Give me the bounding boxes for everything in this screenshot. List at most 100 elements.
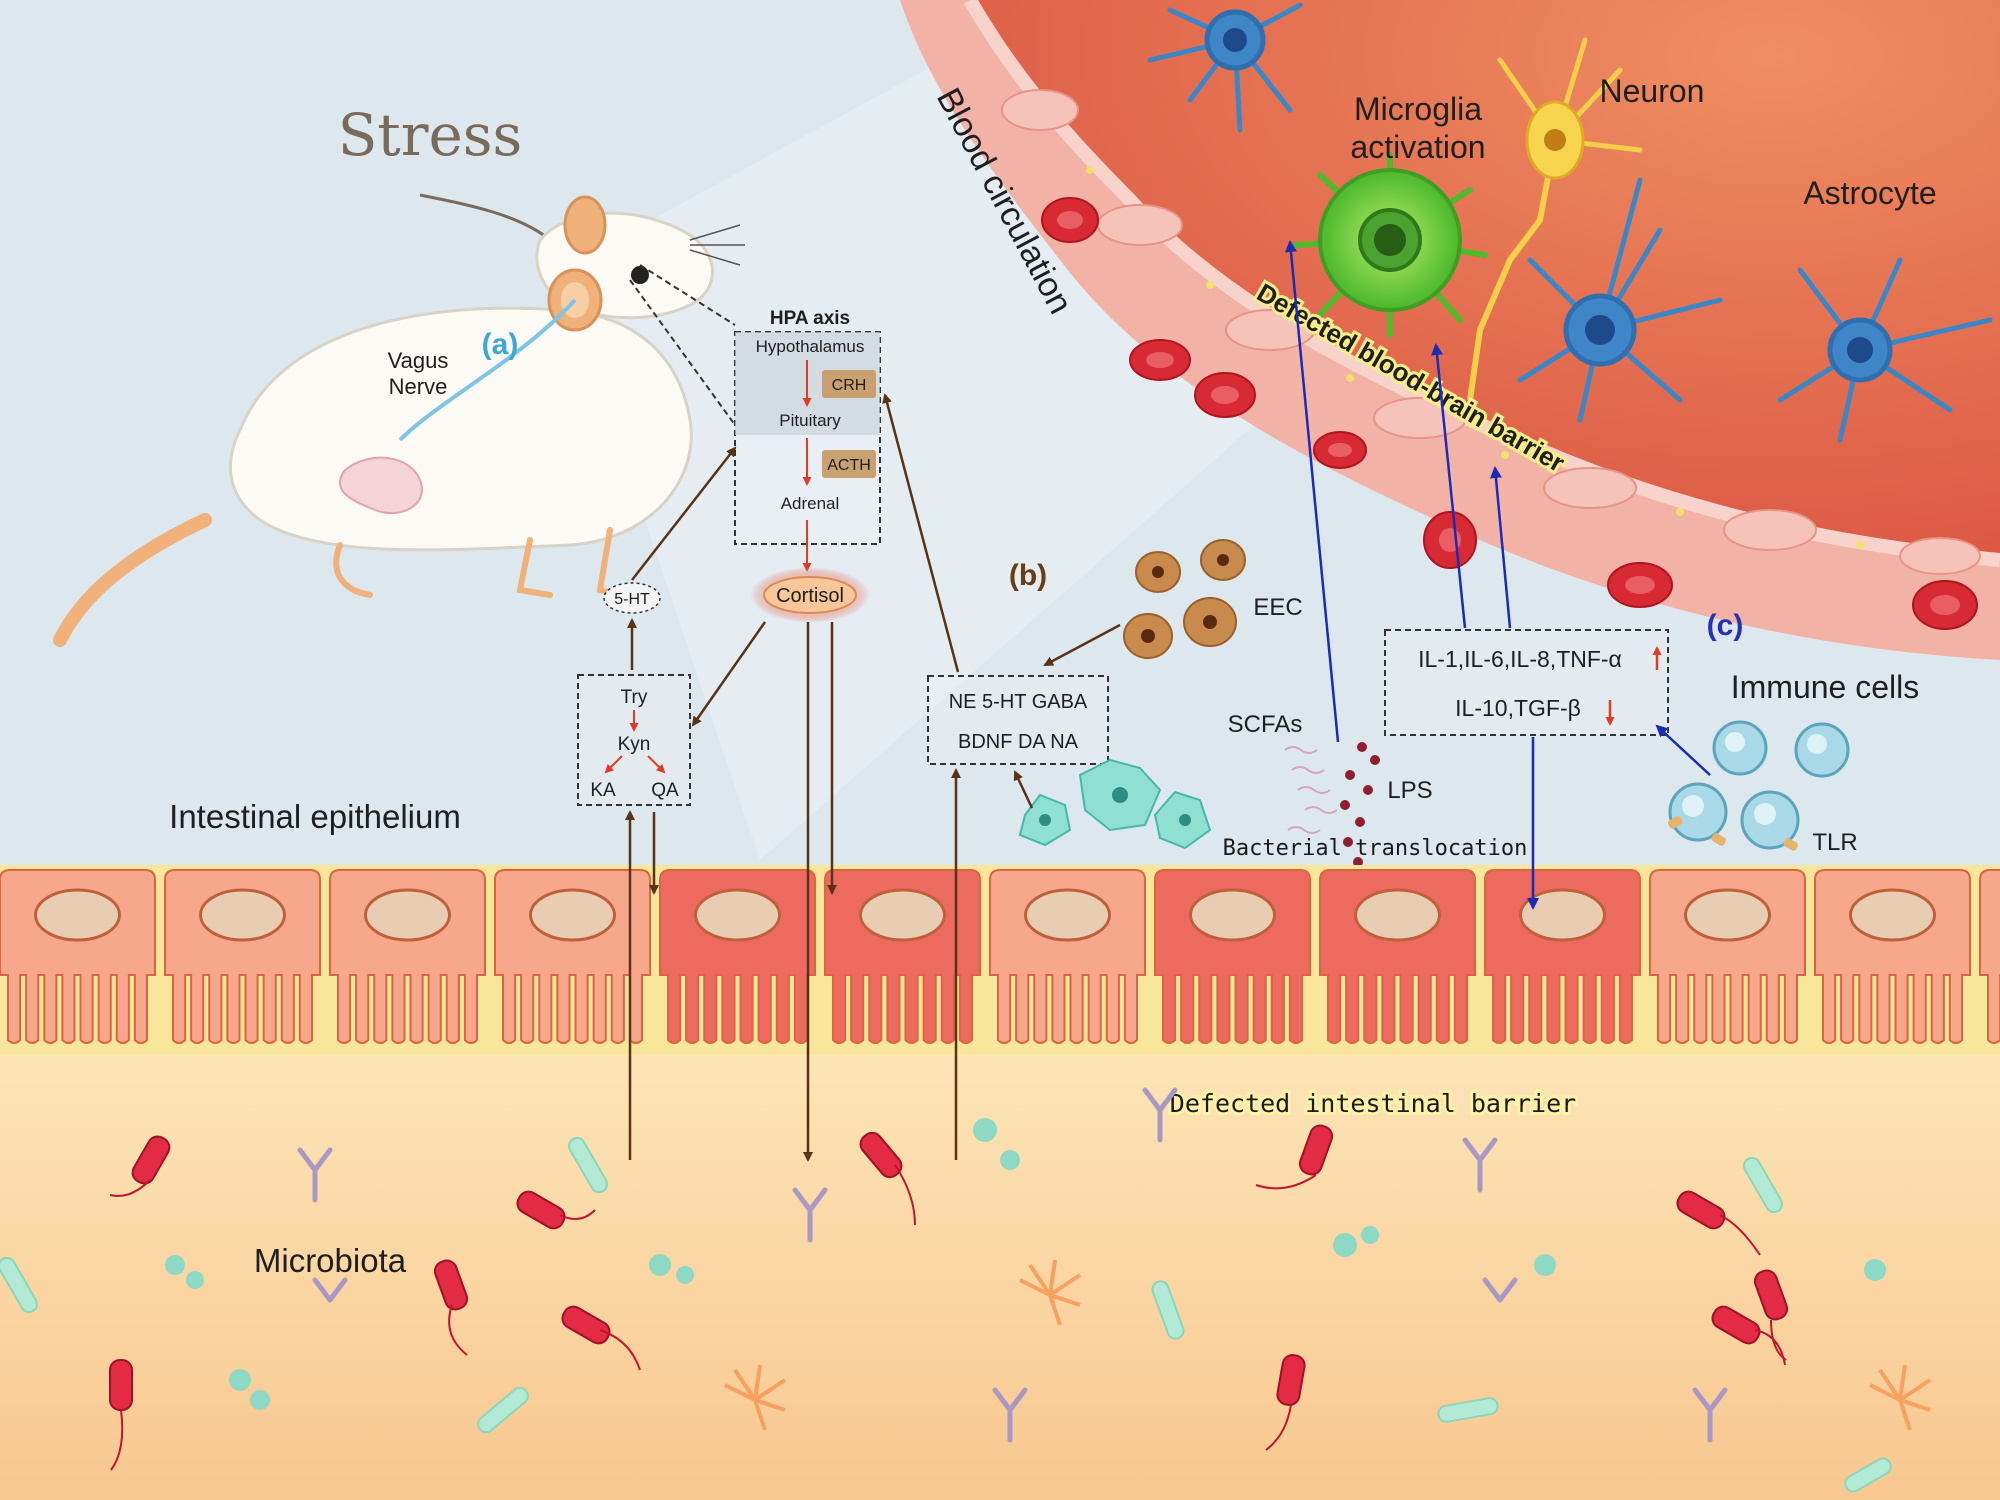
cell-nucleus (199, 888, 286, 942)
epithelial-cell (989, 869, 1146, 1044)
defected-intestinal-barrier-label: Defected intestinal barrier (1170, 1089, 1576, 1118)
epithelial-cell (329, 869, 486, 1044)
cell-nucleus (34, 888, 121, 942)
fungi (724, 1259, 1932, 1431)
hpa-title: HPA axis (770, 308, 850, 329)
five-ht-badge (603, 582, 661, 614)
epithelial-cell (0, 869, 156, 1044)
intestinal-lumen (0, 1030, 2000, 1500)
astrocyte-right (1777, 257, 1993, 443)
neuron-cell (1467, 37, 1643, 401)
zoom-line-top (639, 264, 736, 326)
pituitary-label: Pituitary (779, 411, 841, 430)
cortisol-label: Cortisol (776, 585, 844, 607)
cell-nucleus (1684, 888, 1771, 942)
neurotransmitter-line-1: NE 5-HT GABA (949, 691, 1088, 713)
crh-label: CRH (832, 377, 867, 394)
microglia-cell (1292, 152, 1488, 338)
qa-label: QA (651, 780, 679, 801)
bacterial-translocation-label: Bacterial translocation (1223, 836, 1528, 861)
scfa-squiggles (1284, 746, 1338, 834)
hpa-axis-box: HPA axis Hypothalamus CRH Pituitary ACTH… (734, 308, 881, 545)
cell-nucleus (364, 888, 451, 942)
cytokine-line-1: IL-1,IL-6,IL-8,TNF-α (1418, 646, 1622, 672)
epithelial-cell (1814, 869, 1971, 1044)
five-ht-label: 5-HT (614, 591, 650, 608)
cytokine-line-2: IL-10,TGF-β (1455, 695, 1581, 721)
rat-gut (338, 456, 423, 515)
microglia-label-2: activation (1350, 129, 1485, 165)
epithelial-cells (0, 869, 2000, 1044)
antibodies (297, 1087, 1728, 1443)
epithelial-cell (659, 869, 816, 1044)
endothelial-cells (1001, 89, 1981, 575)
kyn-label: Kyn (618, 734, 651, 755)
lps-label: LPS (1387, 777, 1432, 804)
tlr-label: TLR (1812, 829, 1857, 856)
scfas-label: SCFAs (1228, 711, 1303, 738)
red-blood-cells (1041, 197, 1978, 630)
hypothalamus-label: Hypothalamus (756, 337, 865, 356)
cell-nucleus (1189, 888, 1276, 942)
microbiota-label: Microbiota (254, 1242, 407, 1279)
immune-cells (1668, 720, 1850, 851)
tight-junctions (1086, 166, 1864, 549)
stress-title: Stress (338, 101, 523, 169)
astrocyte-middle (1517, 177, 1723, 423)
microbiota (0, 1087, 1932, 1493)
rat-tail (53, 513, 212, 647)
neurotransmitter-line-2: BDNF DA NA (958, 731, 1079, 753)
ka-label: KA (590, 780, 616, 801)
astrocyte-label: Astrocyte (1803, 175, 1936, 211)
cell-nucleus (1024, 888, 1111, 942)
epithelial-cell (1484, 869, 1641, 1044)
panel-c-label: (c) (1707, 609, 1744, 642)
cocci (165, 1118, 1886, 1410)
neurotransmitter-box (927, 675, 1109, 765)
vagus-label-1: Vagus (388, 348, 449, 373)
cortisol-badge (763, 576, 857, 614)
neuron-label: Neuron (1600, 73, 1705, 109)
rod-bacteria (109, 1124, 1789, 1411)
eec-label: EEC (1253, 594, 1302, 621)
epithelial-cell (1319, 869, 1476, 1044)
intestinal-epithelium-label: Intestinal epithelium (169, 798, 461, 835)
astrocyte-cells (1147, 2, 1993, 443)
cell-nucleus (529, 888, 616, 942)
cell-nucleus (1519, 888, 1606, 942)
epithelial-cell (1979, 869, 2000, 1044)
panel-b-label: (b) (1009, 559, 1047, 592)
rat-illustration (53, 195, 745, 647)
epithelial-cell (1649, 869, 1806, 1044)
adrenal-label: Adrenal (781, 494, 840, 513)
cell-nucleus (859, 888, 946, 942)
epithelial-cell (494, 869, 651, 1044)
vagus-nerve (398, 298, 577, 442)
blue-arrows (1284, 240, 1711, 910)
epithelial-cell (1154, 869, 1311, 1044)
vagus-label-2: Nerve (389, 374, 448, 399)
brain-region (900, 0, 2000, 660)
acth-badge (822, 450, 876, 478)
kynurenine-box (577, 674, 691, 806)
rat-eye (631, 266, 649, 284)
cell-nucleus (694, 888, 781, 942)
try-label: Try (621, 687, 648, 708)
astrocyte-top (1147, 2, 1303, 133)
immune-cells-label: Immune cells (1731, 669, 1920, 705)
cytokine-box (1384, 629, 1669, 736)
cell-nucleus (1354, 888, 1441, 942)
microglia-label-1: Microglia (1354, 91, 1482, 127)
stress-arrow (419, 193, 552, 242)
epithelial-cell (164, 869, 321, 1044)
cell-nucleus (1849, 888, 1936, 942)
epithelial-cell (824, 869, 981, 1044)
panel-a-label: (a) (482, 328, 519, 361)
acth-label: ACTH (827, 457, 871, 474)
brown-arrows (625, 393, 1121, 1162)
rod-commensals (0, 1136, 1892, 1493)
tlr-receptors (1668, 816, 1798, 851)
crh-badge (822, 370, 876, 398)
